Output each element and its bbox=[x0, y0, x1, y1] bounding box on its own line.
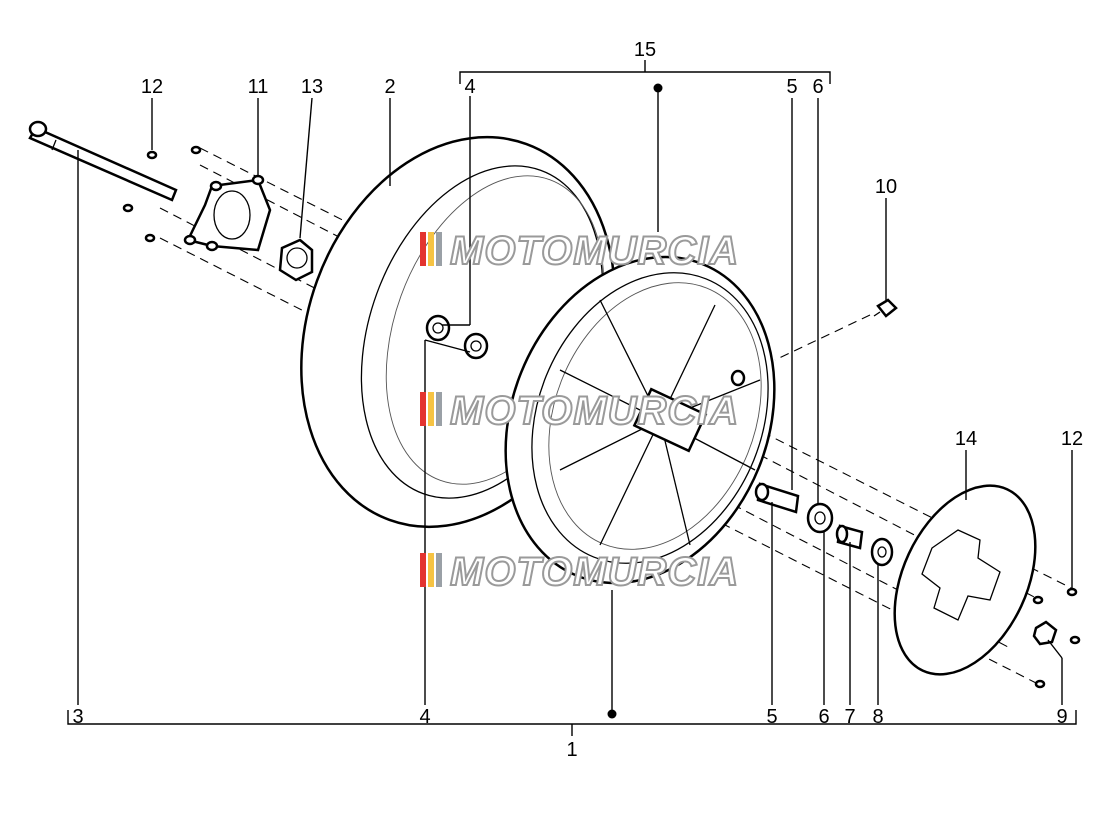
callout-1: 1 bbox=[566, 739, 577, 761]
callout-dot-1 bbox=[607, 709, 617, 719]
callout-5-bottom: 5 bbox=[766, 706, 777, 728]
callout-4-top: 4 bbox=[464, 76, 475, 98]
screws-left bbox=[122, 145, 202, 243]
callout-2: 2 bbox=[384, 76, 395, 98]
callout-12-left: 12 bbox=[141, 76, 163, 98]
callout-11: 11 bbox=[248, 76, 269, 98]
bearing-right bbox=[463, 332, 489, 360]
callout-14: 14 bbox=[955, 428, 977, 450]
callout-6-bottom: 6 bbox=[818, 706, 829, 728]
speedometer-drive-bracket bbox=[183, 174, 272, 252]
watermark-text: MOTOMURCIA bbox=[450, 389, 739, 433]
watermarks: MOTOMURCIA MOTOMURCIA MOTOMURCIA bbox=[420, 228, 739, 595]
callout-labels: 15 12 11 13 2 4 5 6 10 14 12 3 4 5 6 7 8… bbox=[72, 39, 1083, 761]
valve-screw bbox=[873, 298, 898, 318]
axle bbox=[28, 120, 178, 202]
callout-3: 3 bbox=[72, 706, 83, 728]
leader-lines bbox=[67, 60, 1077, 736]
callout-12-right: 12 bbox=[1061, 428, 1083, 450]
watermark-logo-bottom: MOTOMURCIA bbox=[420, 549, 739, 595]
watermark-logo-middle: MOTOMURCIA bbox=[420, 388, 739, 434]
watermark-text: MOTOMURCIA bbox=[450, 229, 739, 273]
brake-disc bbox=[893, 484, 1037, 676]
callout-10: 10 bbox=[875, 176, 897, 198]
callout-13: 13 bbox=[301, 76, 323, 98]
hub-bearing bbox=[806, 502, 834, 534]
axle-cap bbox=[278, 238, 314, 282]
callout-7: 7 bbox=[844, 706, 855, 728]
callout-9: 9 bbox=[1056, 706, 1067, 728]
callout-4-bottom: 4 bbox=[419, 706, 430, 728]
bushing bbox=[835, 524, 864, 550]
spacer bbox=[754, 482, 800, 514]
callout-5-top: 5 bbox=[786, 76, 797, 98]
callout-8: 8 bbox=[872, 706, 883, 728]
wheel-rim bbox=[504, 255, 776, 585]
bearing-left bbox=[425, 314, 451, 342]
callout-dot-15 bbox=[653, 83, 663, 93]
watermark-text: MOTOMURCIA bbox=[450, 550, 739, 594]
callout-15: 15 bbox=[634, 39, 656, 61]
screws-right bbox=[1032, 587, 1081, 689]
washer bbox=[870, 537, 894, 567]
watermark-logo-top: MOTOMURCIA bbox=[420, 228, 739, 274]
callout-6-top: 6 bbox=[812, 76, 823, 98]
nut bbox=[1032, 620, 1058, 646]
